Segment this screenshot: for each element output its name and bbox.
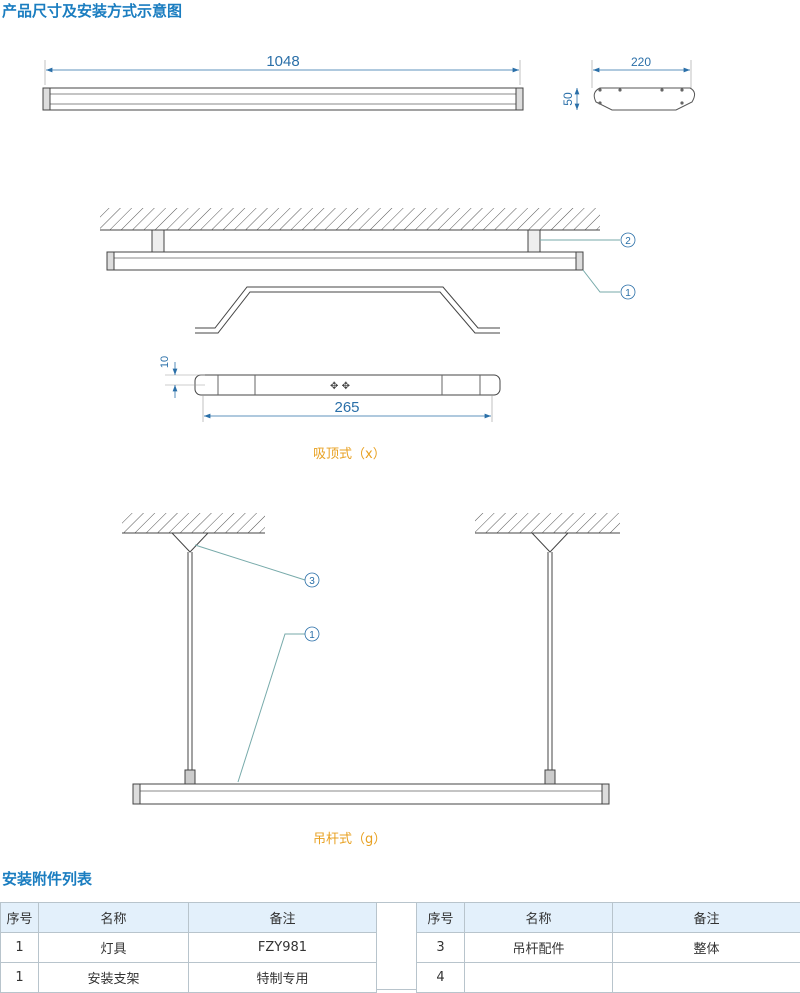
svg-text:✥ ✥: ✥ ✥ [330,381,350,392]
cell: 3 [417,933,465,963]
ceiling-mount-diagram: 2 1 ✥ ✥ 10 265 [100,208,635,422]
cell: 1 [1,933,39,963]
callout-1a: 1 [625,288,631,299]
pendant-mount-diagram: 3 1 [122,513,620,804]
caption-pendant-mount: 吊杆式（g） [313,828,386,847]
height-dimension: 50 [561,92,575,106]
cell [465,963,613,993]
length-dimension: 1048 [266,53,299,70]
callout-2: 2 [625,236,631,247]
installation-diagram: 1048 220 50 2 1 [0,0,800,860]
bracket-dimension: 265 [334,399,359,416]
cell: 整体 [613,933,800,963]
cell: 灯具 [39,933,189,963]
header-index: 序号 [1,903,39,933]
header-note: 备注 [613,903,800,933]
callout-1b: 1 [309,630,315,641]
section-title-accessories: 安装附件列表 [2,868,92,889]
cell [613,963,800,993]
cell: 吊杆配件 [465,933,613,963]
cell: 安装支架 [39,963,189,993]
callout-3: 3 [309,576,315,587]
table-row: 4 [417,963,800,993]
lamp-side-view: 1048 [43,53,523,110]
lamp-end-view: 220 50 [561,55,695,110]
cell: FZY981 [189,933,377,963]
width-dimension: 220 [631,55,651,69]
caption-ceiling-mount: 吸顶式（x） [313,443,386,462]
header-note: 备注 [189,903,377,933]
cell: 4 [417,963,465,993]
cell: 1 [1,963,39,993]
header-name: 名称 [39,903,189,933]
cell: 特制专用 [189,963,377,993]
slot-dimension: 10 [159,356,171,368]
table-gap [377,902,416,990]
header-name: 名称 [465,903,613,933]
header-index: 序号 [417,903,465,933]
